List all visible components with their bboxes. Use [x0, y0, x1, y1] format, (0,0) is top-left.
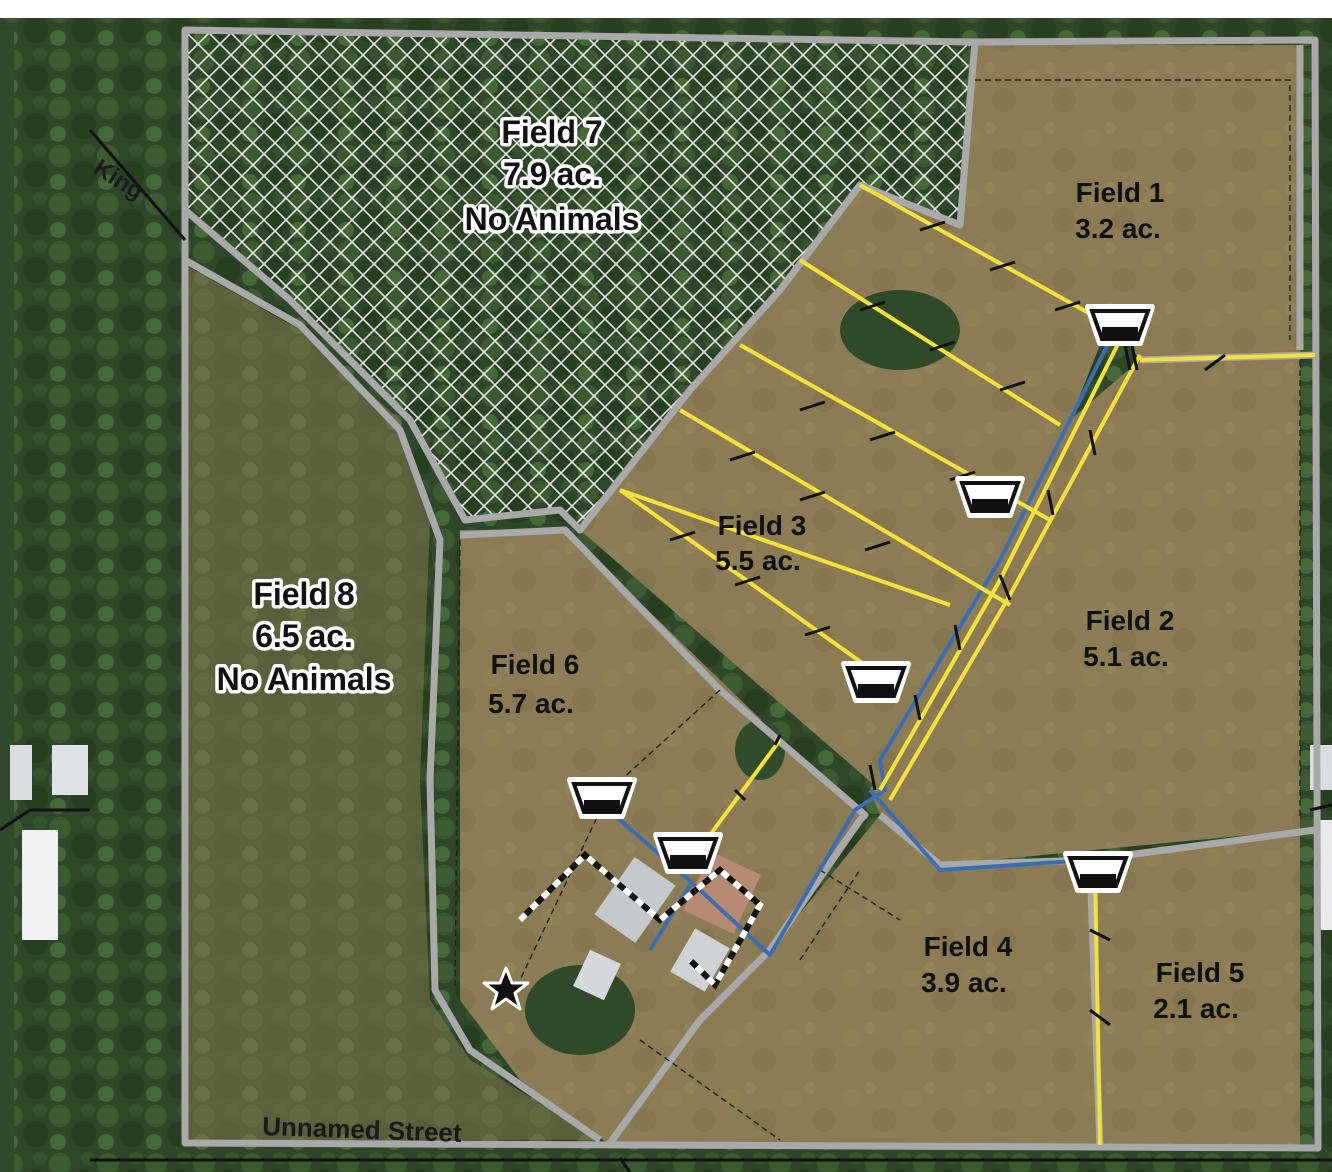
field-4-label: Field 4 3.9 ac. [921, 931, 1013, 998]
water-trough-icon [567, 777, 637, 819]
field-labels: Field 1 3.2 ac. Field 2 5.1 ac. Field 3 … [213, 111, 1244, 1025]
field-1-name: Field 1 [1076, 177, 1165, 208]
field-7-name: Field 7 [501, 114, 602, 150]
field-8-name: Field 8 [253, 576, 354, 612]
field-6-name: Field 6 [491, 649, 580, 680]
field-7-hatch [185, 30, 970, 530]
water-trough-icon [653, 832, 723, 874]
star-icon [482, 966, 530, 1011]
field-4-area: 3.9 ac. [921, 967, 1007, 998]
field-6-label: Field 6 5.7 ac. [488, 649, 579, 719]
field-4-name: Field 4 [924, 931, 1013, 962]
field-8-label: Field 8 6.5 ac. No Animals [213, 573, 395, 701]
field-2-name: Field 2 [1086, 605, 1175, 636]
field-7-area: 7.9 ac. [503, 156, 601, 192]
field-5-name: Field 5 [1156, 957, 1245, 988]
street-label-south: Unnamed Street [262, 1111, 463, 1148]
water-trough-icon [1063, 851, 1133, 893]
field-7-label: Field 7 7.9 ac. No Animals [461, 111, 643, 241]
field-3-area: 5.5 ac. [715, 545, 801, 576]
field-8-note: No Animals [217, 661, 392, 697]
field-6-area: 5.7 ac. [488, 688, 574, 719]
building-outline [517, 850, 764, 990]
field-2-label: Field 2 5.1 ac. [1083, 605, 1174, 672]
water-trough-icon [841, 661, 911, 703]
property-boundaries [181, 26, 1322, 1152]
water-trough-icon [955, 476, 1025, 518]
roads [0, 129, 1332, 1172]
field-3-label: Field 3 5.5 ac. [715, 510, 806, 576]
cross-fences [618, 183, 1316, 1146]
field-8-area: 6.5 ac. [255, 618, 353, 654]
field-3-name: Field 3 [718, 510, 807, 541]
field-1-label: Field 1 3.2 ac. [1075, 177, 1164, 244]
water-lines [598, 329, 1117, 957]
field-2-area: 5.1 ac. [1083, 641, 1169, 672]
fence-lines [454, 79, 1301, 1141]
water-trough-icon [1085, 304, 1155, 346]
water-trough-markers [567, 304, 1155, 893]
fence-ticks [669, 220, 1226, 1027]
field-5-area: 2.1 ac. [1153, 993, 1239, 1024]
field-1-area: 3.2 ac. [1075, 213, 1161, 244]
field-7-note: No Animals [465, 201, 640, 237]
field-5-label: Field 5 2.1 ac. [1153, 957, 1244, 1024]
